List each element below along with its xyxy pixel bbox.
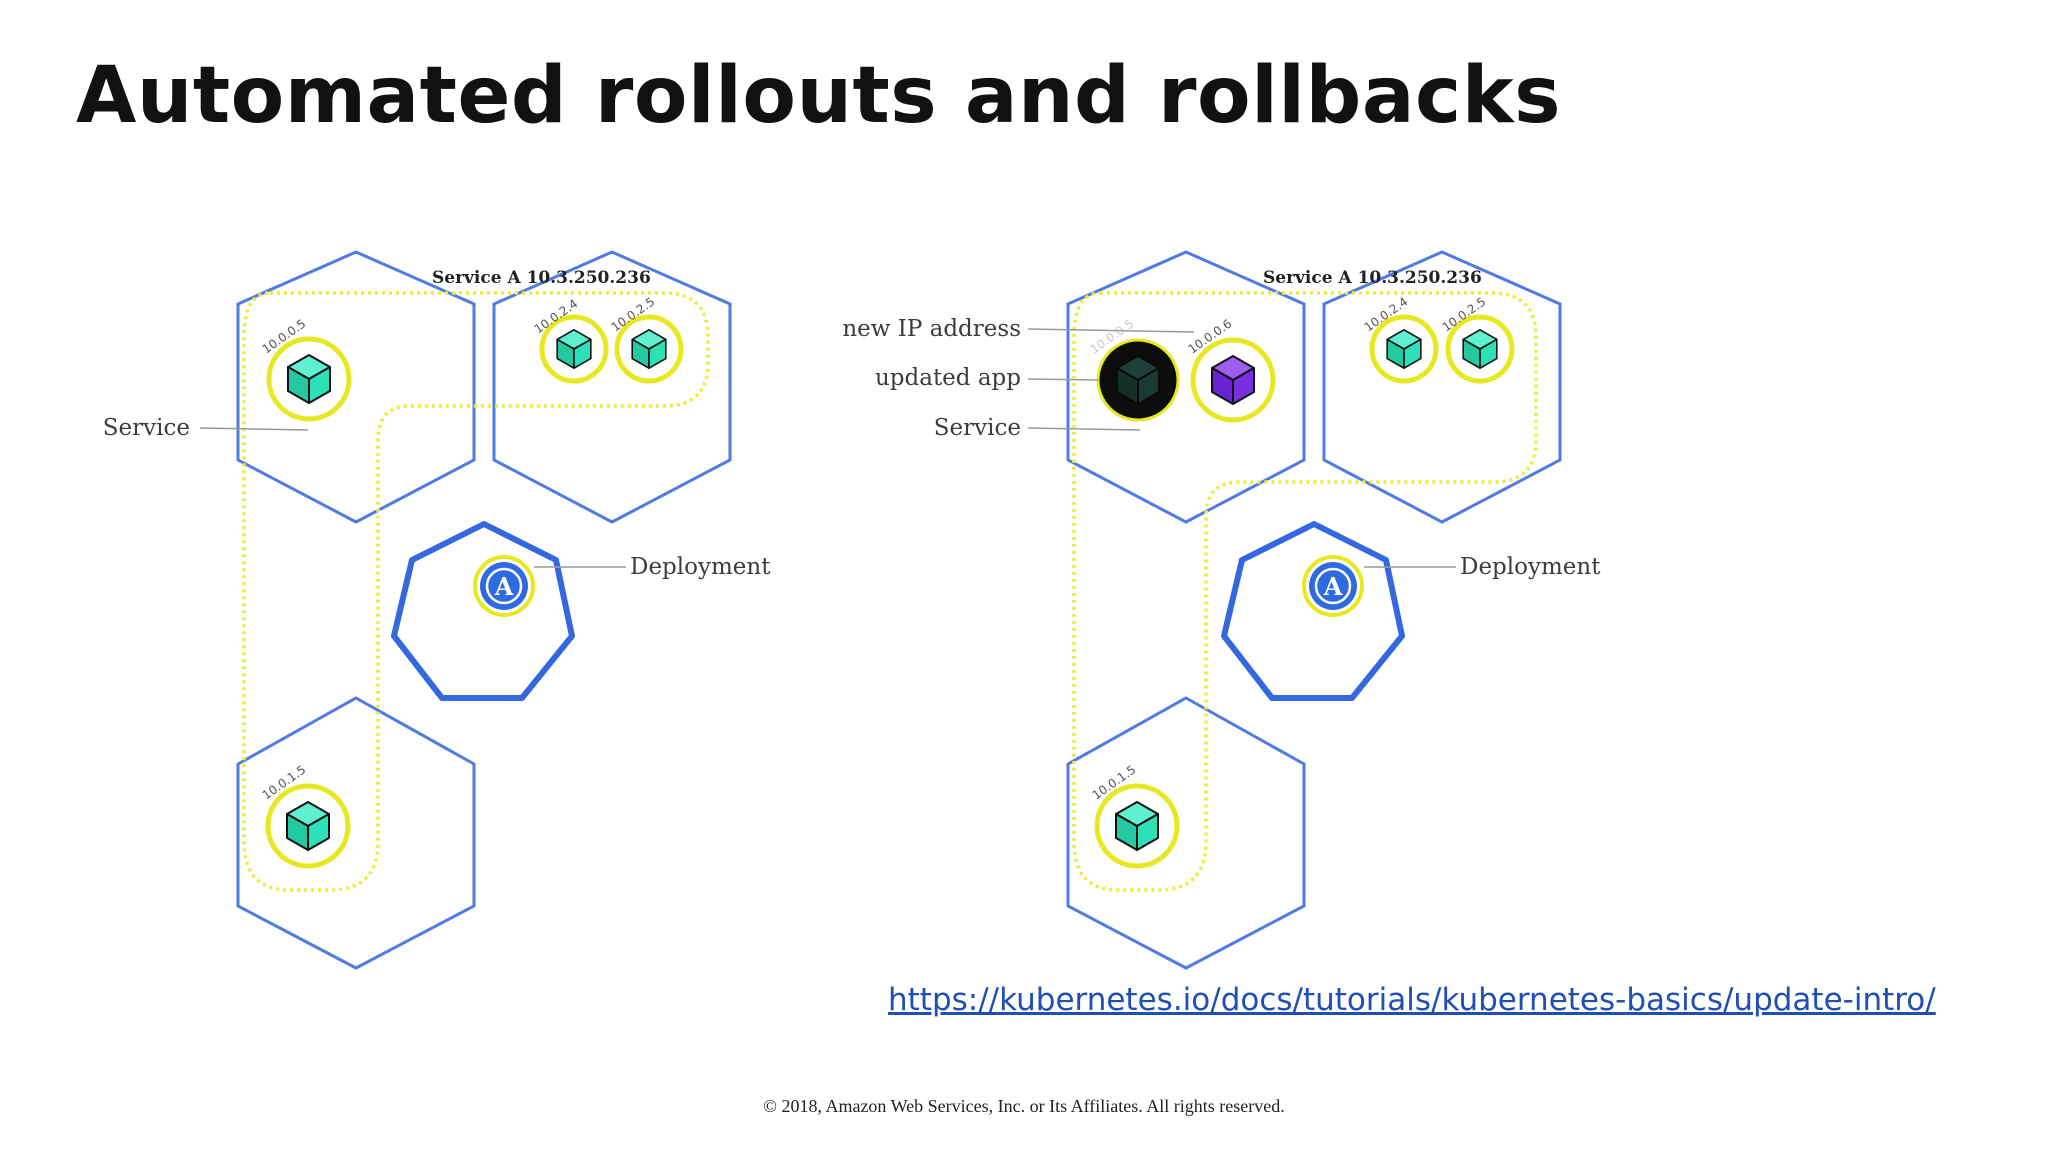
slide-title: Automated rollouts and rollbacks (76, 51, 1562, 141)
old-pod: 10.0.0.5 (1088, 317, 1180, 422)
app-cube-icon (287, 354, 331, 404)
node-hexagon (1322, 250, 1562, 524)
pod: 10.0.2.4 (1362, 295, 1439, 384)
left-diagram: Service A 10.3.250.236 10.0.0.5 10.0.2.4… (103, 250, 771, 970)
app-cube-icon (556, 328, 592, 369)
deployment-badge: A (494, 572, 514, 601)
service-a-label: Service A 10.3.250.236 (432, 268, 651, 288)
copyright-notice: © 2018, Amazon Web Services, Inc. or Its… (763, 1096, 1285, 1116)
deployment-label: Deployment (630, 554, 771, 580)
node-hexagon (492, 250, 732, 524)
deployment-node-heptagon (1221, 521, 1405, 701)
updated-app-cube-icon (1211, 355, 1255, 405)
deployment-icon: A (1302, 555, 1364, 617)
service-boundary (1072, 291, 1538, 892)
service-boundary (242, 291, 710, 892)
service-a-label: Service A 10.3.250.236 (1263, 268, 1482, 288)
node-hexagon (1066, 696, 1306, 970)
pod-ip-label: 10.0.2.4 (1362, 295, 1411, 335)
pod-ip-label: 10.0.1.5 (1090, 763, 1139, 803)
pod: 10.0.1.5 (260, 763, 351, 869)
updated-pod: 10.0.0.6 (1186, 317, 1276, 423)
new-ip-annotation: new IP address (842, 316, 1021, 342)
node-hexagon (1066, 250, 1306, 524)
pod: 10.0.2.5 (609, 295, 684, 384)
deployment-badge: A (1323, 572, 1343, 601)
node-hexagon (236, 696, 476, 970)
deployment-node-heptagon (391, 521, 575, 701)
node-hexagon (236, 250, 476, 524)
app-cube-icon (1462, 328, 1498, 369)
service-annotation: Service (934, 415, 1021, 441)
deployment-label: Deployment (1460, 554, 1601, 580)
service-annotation: Service (103, 415, 190, 441)
deployment-icon: A (473, 555, 535, 617)
pod: 10.0.2.5 (1440, 295, 1515, 384)
pod: 10.0.1.5 (1090, 763, 1180, 869)
right-diagram: Service A 10.3.250.236 10.0.0.5 10.0.0.6… (842, 250, 1601, 970)
app-cube-icon (1386, 328, 1422, 369)
pod: 10.0.0.5 (260, 317, 352, 422)
updated-app-annotation: updated app (875, 365, 1021, 391)
app-cube-icon (286, 801, 330, 851)
pod-ip-label: 10.0.2.5 (609, 295, 658, 335)
app-cube-icon (1115, 801, 1159, 851)
pod-ip-label: 10.0.0.6 (1186, 317, 1235, 357)
source-link[interactable]: https://kubernetes.io/docs/tutorials/kub… (888, 982, 1936, 1018)
pod: 10.0.2.4 (532, 297, 609, 384)
app-cube-icon (631, 328, 667, 369)
pod-ip-label: 10.0.2.5 (1440, 295, 1489, 335)
